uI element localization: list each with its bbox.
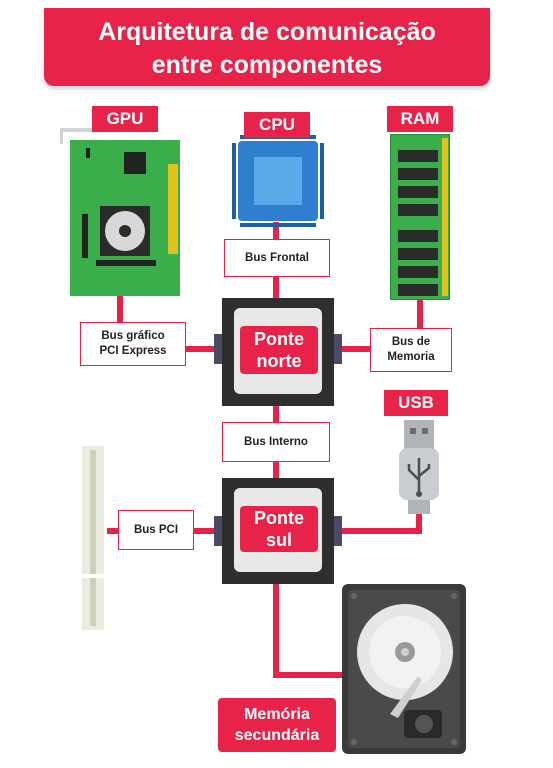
ram-module bbox=[389, 133, 451, 301]
southbridge-connector-left bbox=[214, 516, 222, 546]
line-ram-vertical bbox=[417, 298, 423, 352]
southbridge-connector-right bbox=[334, 516, 342, 546]
bus-memory-label: Bus de Memoria bbox=[370, 328, 452, 372]
pci-slot bbox=[82, 446, 104, 630]
northbridge-connector-right bbox=[334, 334, 342, 364]
bus-pci-label: Bus PCI bbox=[118, 510, 194, 550]
northbridge-connector-left bbox=[214, 334, 222, 364]
cpu-chip bbox=[232, 135, 324, 227]
southbridge-label: Ponte sul bbox=[240, 506, 318, 552]
line-usb-horizontal bbox=[336, 528, 422, 534]
line-usb-vertical bbox=[416, 512, 422, 534]
northbridge-label: Ponte norte bbox=[240, 326, 318, 374]
ram-label: RAM bbox=[387, 106, 453, 132]
line-storage-horizontal bbox=[273, 672, 347, 678]
usb-label: USB bbox=[384, 390, 448, 416]
cpu-label: CPU bbox=[244, 112, 310, 138]
bus-internal-label: Bus Interno bbox=[222, 422, 330, 462]
line-storage-vertical bbox=[273, 582, 279, 678]
title-line-2: entre componentes bbox=[151, 51, 383, 79]
bus-pci-express-label: Bus gráfico PCI Express bbox=[80, 322, 186, 366]
gpu-label: GPU bbox=[92, 106, 158, 132]
gpu-card bbox=[56, 124, 191, 300]
bus-frontal-label: Bus Frontal bbox=[224, 239, 330, 277]
title-line-1: Arquitetura de comunicação bbox=[98, 18, 436, 46]
page-title: Arquitetura de comunicação entre compone… bbox=[44, 8, 490, 86]
usb-connector bbox=[396, 418, 442, 518]
hard-drive bbox=[342, 584, 466, 754]
storage-label: Memória secundária bbox=[218, 698, 336, 752]
